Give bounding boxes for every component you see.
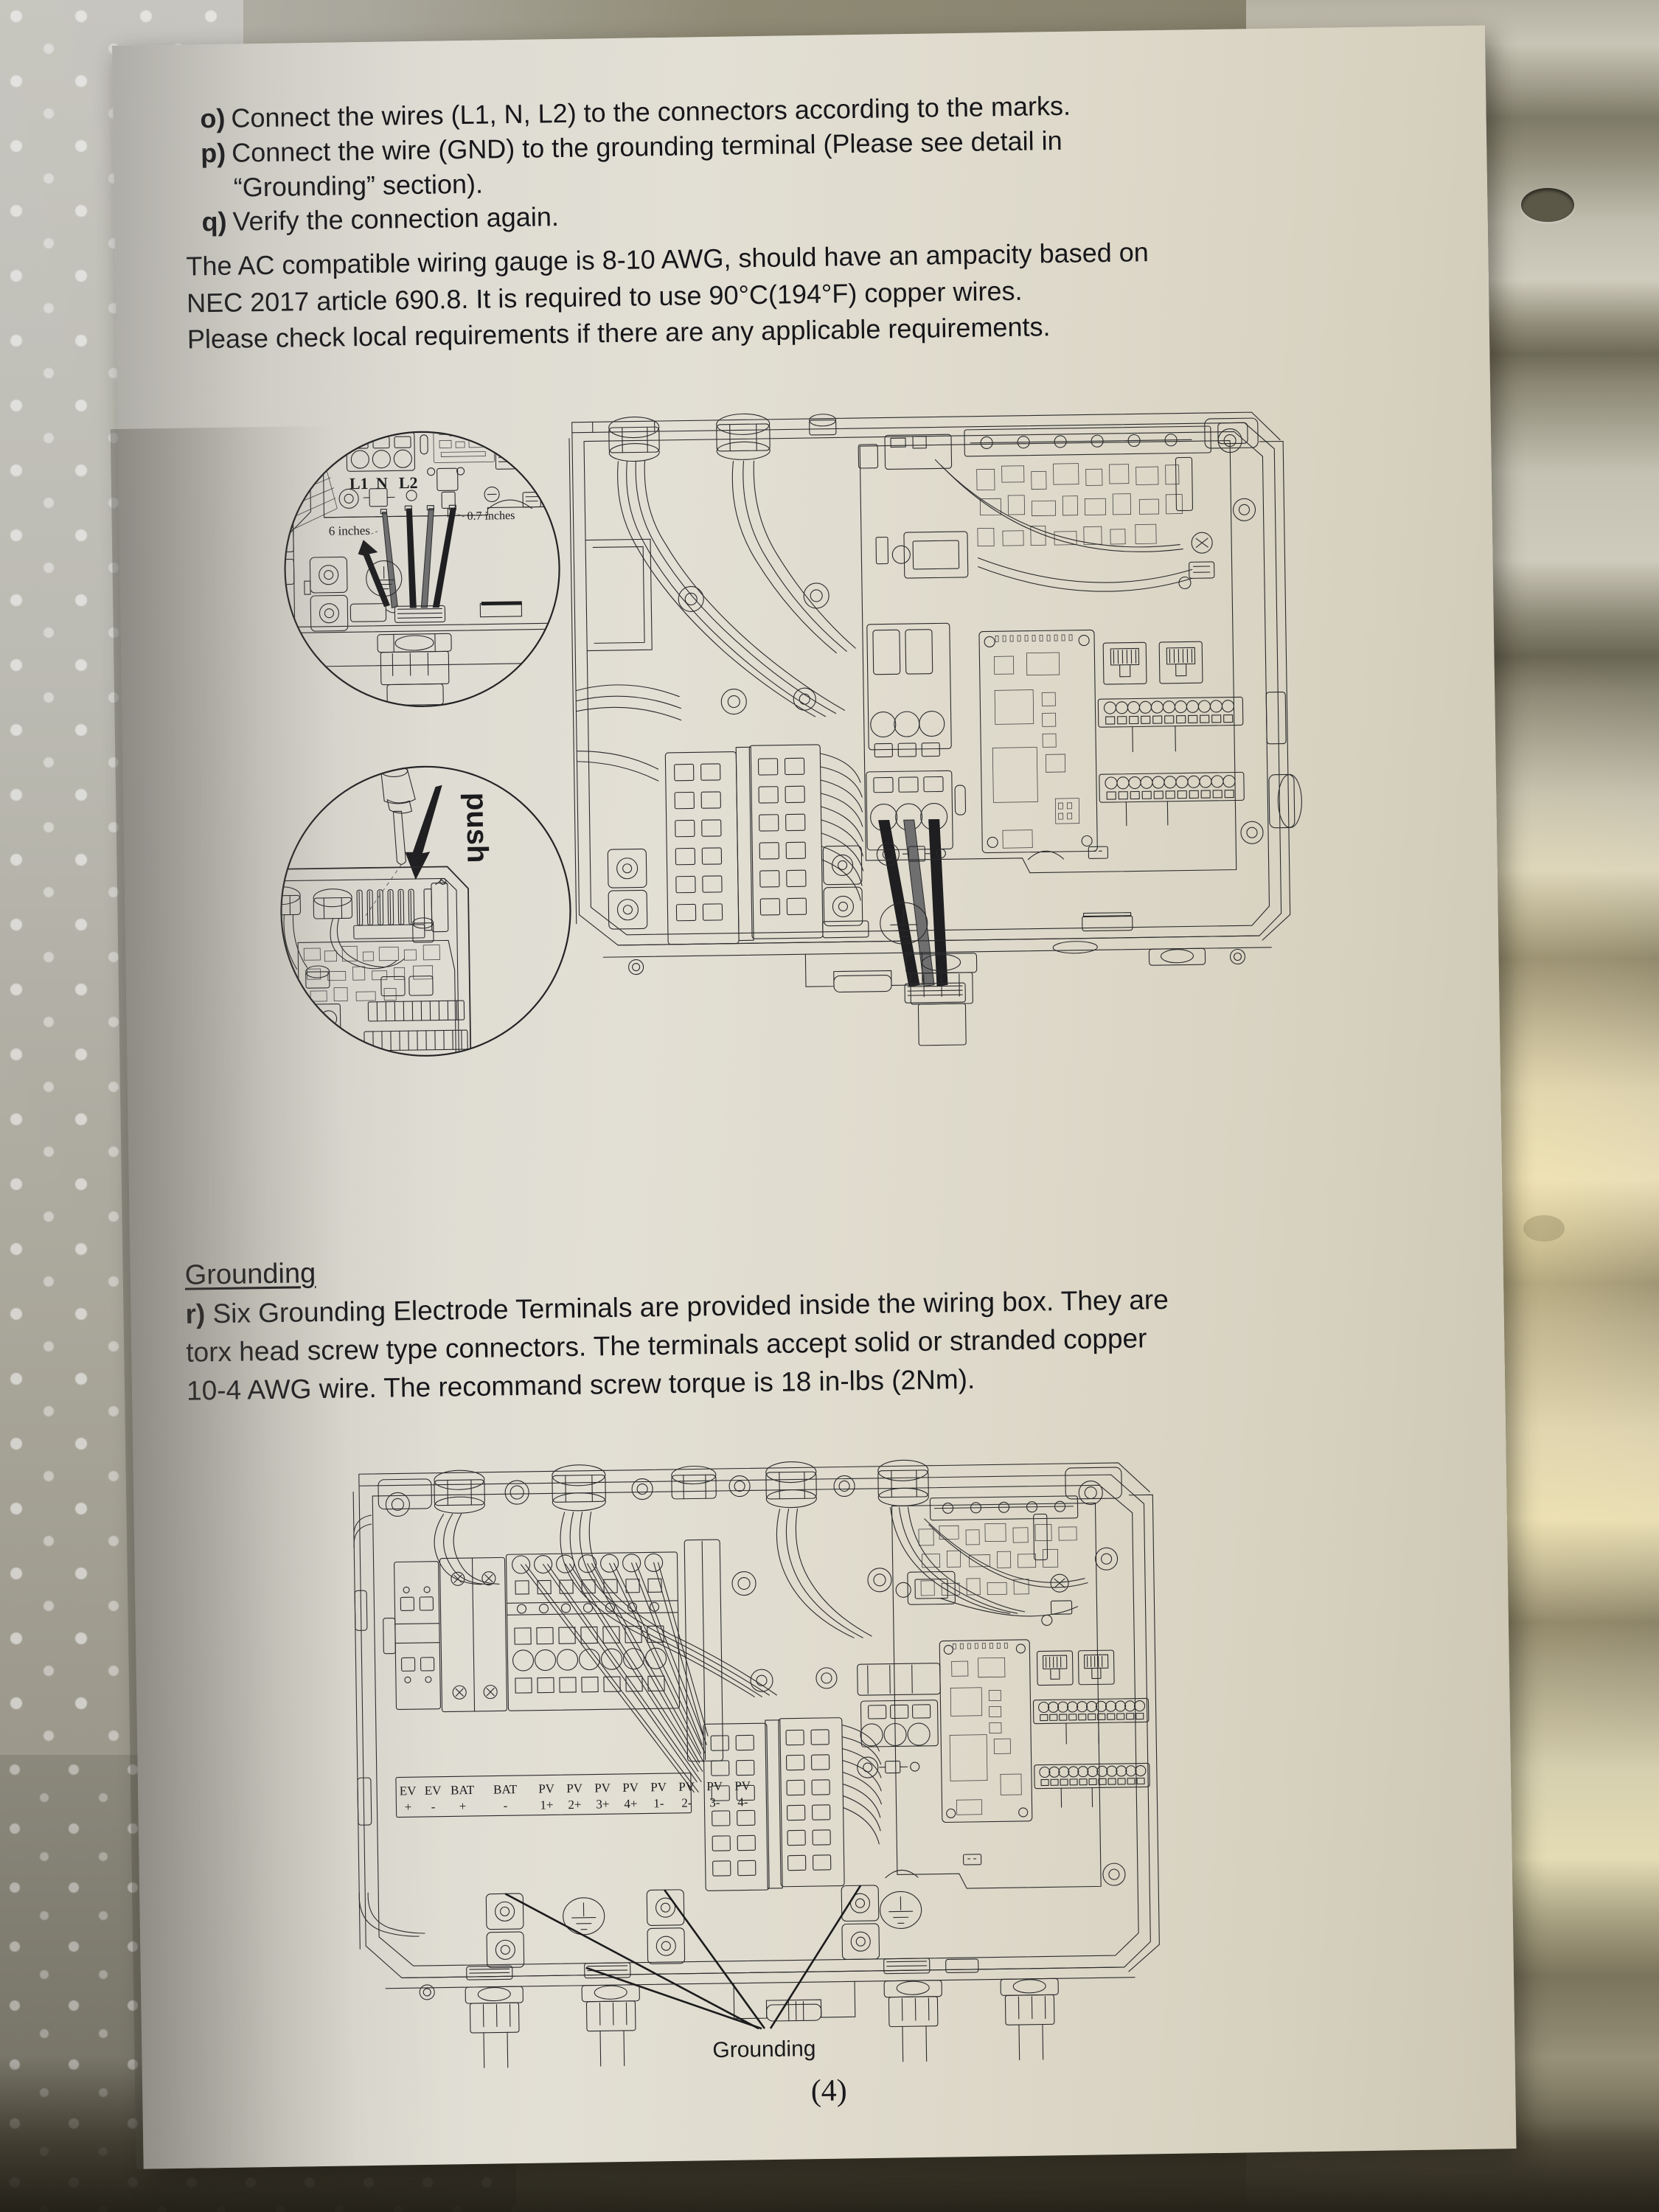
rj45-jack-icon (1036, 1649, 1115, 1686)
terminal-label-top: BAT (451, 1783, 475, 1797)
grounding-callout-leaders (504, 1885, 862, 2030)
label-n: N (376, 474, 388, 493)
label-length-long: 6 inches (329, 524, 370, 538)
terminal-label-top: EV (425, 1784, 442, 1798)
label-length-short: 0.7 inches (467, 509, 515, 523)
terminal-label-bottom: 2- (681, 1796, 692, 1810)
label-push: push (460, 792, 493, 863)
grounding-symbol-icon (880, 1891, 922, 1929)
figure-ac-terminal-detail: L1 N L2 (265, 420, 580, 719)
terminal-label-top: PV (566, 1781, 583, 1795)
terminal-label-bottom: 3- (709, 1795, 720, 1809)
manual-page: o) Connect the wires (L1, N, L2) to the … (112, 25, 1517, 2169)
grounding-marker: r) (185, 1298, 206, 1329)
step-list: o) Connect the wires (L1, N, L2) to the … (200, 85, 1352, 240)
terminal-label-bottom: - (431, 1800, 436, 1814)
step-text: Verify the connection again. (232, 201, 560, 237)
terminal-label-top: EV (400, 1784, 417, 1798)
terminal-label-top: PV (678, 1780, 695, 1794)
screwdriver-icon (380, 764, 416, 865)
step-letter: q) (201, 206, 227, 237)
terminal-label-top: PV (622, 1781, 639, 1795)
terminal-label-bottom: 2+ (568, 1798, 581, 1812)
figure-screwdriver-push-detail: push (268, 747, 582, 1076)
step-letter: o) (200, 102, 226, 134)
terminal-label-bottom: + (459, 1799, 467, 1813)
terminal-label-top: PV (538, 1781, 555, 1795)
grounding-heading: Grounding (184, 1258, 316, 1291)
terminal-label-bottom: 3+ (596, 1797, 609, 1811)
terminal-label-bottom: + (405, 1800, 412, 1814)
page-number: (4) (810, 2073, 848, 2109)
ac-wiring-paragraph: The AC compatible wiring gauge is 8-10 A… (186, 230, 1397, 358)
label-l2: L2 (399, 473, 418, 492)
terminal-label-top: PV (594, 1781, 611, 1795)
terminal-label-bottom: 4- (737, 1795, 748, 1809)
terminal-label-bottom: 1+ (540, 1798, 553, 1812)
terminal-label-top: PV (650, 1780, 667, 1794)
figure-wiring-box-interior (566, 397, 1327, 1057)
grounding-symbol-icon (563, 1897, 605, 1935)
rj45-jack-icon (1102, 641, 1203, 685)
step-letter: p) (200, 137, 226, 169)
grounding-paragraph: r) Six Grounding Electrode Terminals are… (185, 1276, 1440, 1410)
grounding-callout-label: Grounding (712, 2037, 816, 2062)
terminal-label-bottom: 1- (653, 1796, 664, 1810)
terminal-label-bottom: 4+ (624, 1797, 637, 1811)
grounding-symbol-icon (880, 902, 928, 945)
rack-hole-icon (1521, 188, 1574, 222)
terminal-label-bottom: - (503, 1798, 507, 1812)
terminal-label-top: BAT (493, 1782, 518, 1796)
